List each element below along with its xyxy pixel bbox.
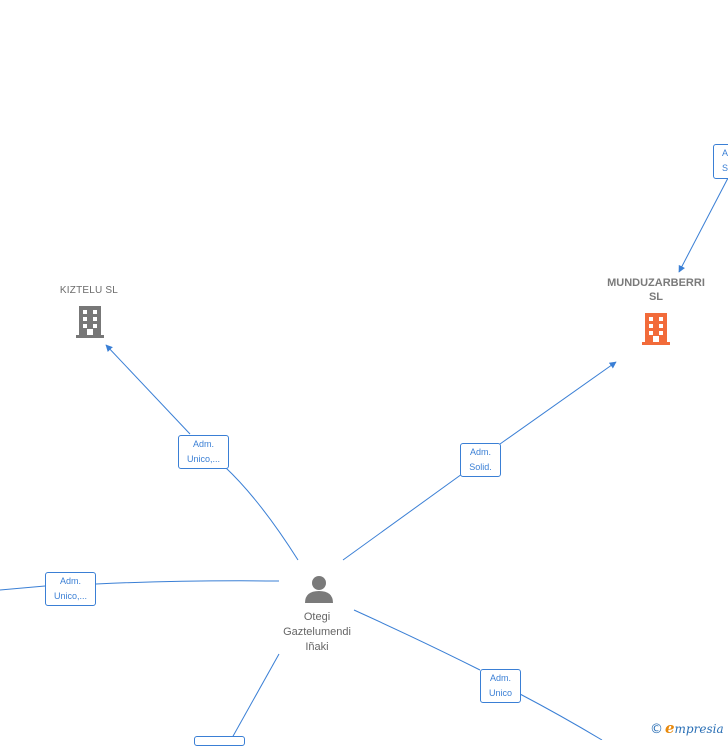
edge-label-munduzarberri-line1: Adm. [469,447,491,457]
edge-label-kiztelu[interactable]: Adm. Unico,... [178,435,229,469]
edge-label-left-line2: Unico,... [53,591,87,601]
brand-initial: e [665,719,675,737]
copyright-icon: © [650,722,663,737]
person-name-line2: Gaztelumendi [283,626,351,638]
edge-label-kiztelu-line1: Adm. [192,439,214,449]
edge-bottom-left [231,653,280,739]
munduzarberri-name-line2: SL [648,291,664,303]
edge-label-top-right[interactable]: A S [713,144,728,179]
edge-label-left[interactable]: Adm. Unico,... [45,572,96,606]
building-icon[interactable] [76,306,104,338]
edge-label-bottom-right-line2: Unico [488,688,512,698]
person-icon[interactable] [305,576,333,603]
person-name-line3: Iñaki [305,641,329,653]
munduzarberri-name-line1: MUNDUZARBERRI [607,277,705,289]
edge-label-bottom-right-line1: Adm. [489,673,511,683]
edge-label-munduzarberri-line2: Solid. [469,462,492,472]
edge-to-kiztelu-arrow [105,344,191,435]
edge-label-left-line1: Adm. [59,576,81,586]
edge-to-kiztelu [224,466,299,561]
edge-left [95,580,280,585]
edge-top-right [678,177,728,273]
node-label-person[interactable]: Otegi Gaztelumendi Iñaki [270,610,364,655]
node-label-munduzarberri[interactable]: MUNDUZARBERRI SL [596,276,716,304]
edge-to-munduzarberri [342,473,463,561]
edge-to-munduzarberri-arrow [499,361,617,445]
edge-label-top-right-line1: A [721,148,728,158]
empresia-watermark: ©empresia [650,719,724,737]
person-name-line1: Otegi [303,611,331,623]
edge-label-bottom-left[interactable] [194,736,245,746]
edge-left-outer [0,585,46,591]
node-label-kiztelu[interactable]: KIZTELU SL [48,284,130,298]
kiztelu-name: KIZTELU SL [59,285,119,296]
edge-bottom-right [353,609,481,671]
edge-bottom-right-outer [519,693,603,740]
edge-label-bottom-right[interactable]: Adm. Unico [480,669,521,703]
brand-name: mpresia [674,722,724,736]
edge-label-munduzarberri[interactable]: Adm. Solid. [460,443,501,477]
edge-label-kiztelu-line2: Unico,... [186,454,220,464]
building-icon-highlight[interactable] [642,313,670,345]
edge-label-top-right-line2: S [721,163,728,173]
